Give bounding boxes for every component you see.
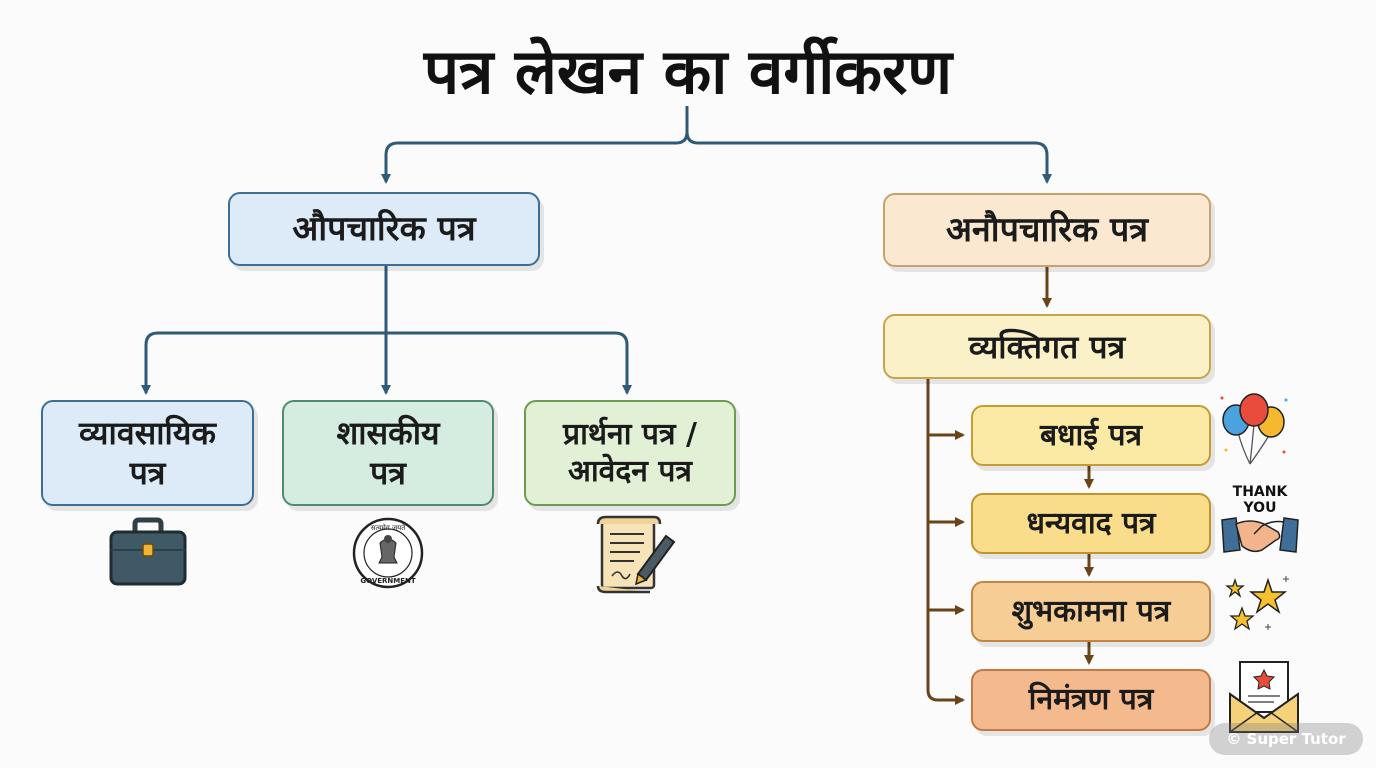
application-letter-line2: आवेदन पत्र (568, 454, 692, 489)
informal-letter-label: अनौपचारिक पत्र (945, 209, 1149, 250)
greetings-letter-label: शुभकामना पत्र (1011, 593, 1171, 629)
congratulations-letter-label: बधाई पत्र (1039, 417, 1143, 453)
page-title: पत्र लेखन का वर्गीकरण (423, 35, 953, 108)
personal-letter-label: व्यक्तिगत पत्र (968, 327, 1126, 366)
thank-text-line2: YOU (1243, 500, 1277, 516)
business-letter-node: व्यावसायिक पत्र (41, 400, 254, 506)
congratulations-letter-node: बधाई पत्र (971, 405, 1211, 466)
formal-letter-node: औपचारिक पत्र (228, 192, 540, 266)
personal-letter-node: व्यक्तिगत पत्र (883, 314, 1211, 379)
seal-bottom-text: GOVERNMENT (360, 577, 416, 585)
government-letter-line1: शासकीय (336, 414, 440, 452)
thank-you-letter-node: धन्यवाद पत्र (971, 493, 1211, 554)
greetings-letter-node: शुभकामना पत्र (971, 581, 1211, 642)
application-letter-line1: प्रार्थना पत्र / (563, 416, 697, 452)
handshake-icon: THANK YOU (1221, 484, 1299, 553)
scroll-pen-icon (596, 515, 676, 594)
business-letter-line1: व्यावसायिक (79, 414, 216, 452)
briefcase-icon (109, 517, 187, 586)
formal-letter-label: औपचारिक पत्र (292, 208, 476, 249)
thank-text-line1: THANK (1233, 484, 1289, 500)
seal-top-text: सत्यमेव जयते (371, 523, 406, 532)
business-letter-line2: पत्र (129, 454, 166, 492)
watermark-badge: © Super Tutor (1209, 723, 1363, 755)
thank-you-letter-label: धन्यवाद पत्र (1026, 505, 1156, 541)
government-seal-icon: सत्यमेव जयते GOVERNMENT (352, 517, 424, 589)
invitation-letter-node: निमंत्रण पत्र (971, 669, 1211, 731)
invitation-icon (1229, 661, 1299, 733)
application-letter-node: प्रार्थना पत्र / आवेदन पत्र (524, 400, 736, 506)
government-letter-node: शासकीय पत्र (282, 400, 494, 506)
balloons-icon (1220, 393, 1288, 465)
invitation-letter-label: निमंत्रण पत्र (1028, 682, 1154, 718)
stars-icon (1225, 576, 1289, 631)
informal-letter-node: अनौपचारिक पत्र (883, 193, 1211, 267)
government-letter-line2: पत्र (370, 454, 406, 492)
